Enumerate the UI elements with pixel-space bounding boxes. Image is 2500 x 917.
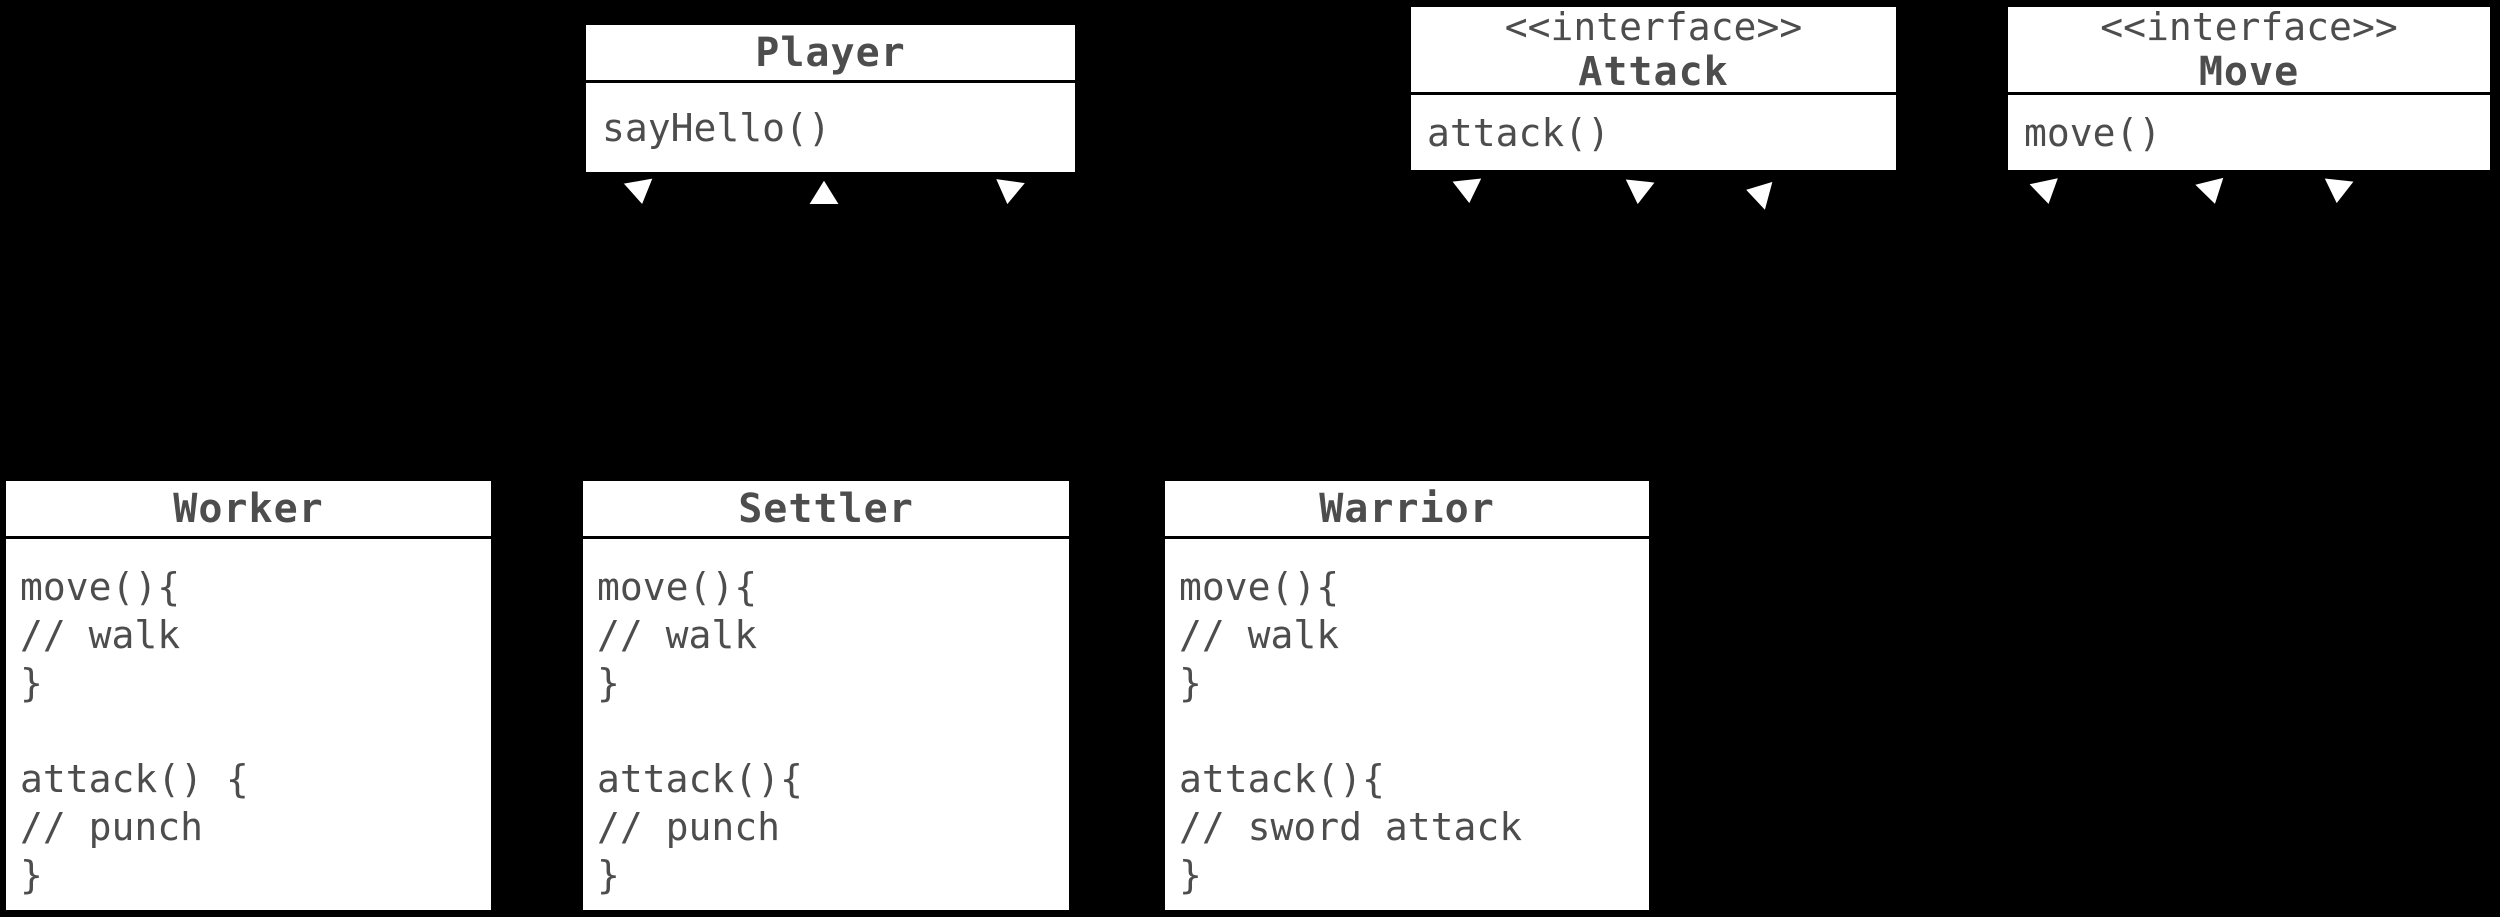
- inheritance-arrowhead-icon: [989, 174, 1033, 212]
- uml-interface-attack: <<interface>> Attack attack(): [1408, 4, 1899, 173]
- player-methods-row: sayHello(): [586, 83, 1075, 172]
- warrior-code-block: move(){ // walk } attack(){ // sword att…: [1165, 539, 1649, 899]
- code-line: // walk: [1179, 613, 1340, 657]
- move-title-row: <<interface>> Move: [2008, 4, 2490, 95]
- code-line: // walk: [597, 613, 758, 657]
- code-line: [20, 707, 491, 755]
- player-title-row: Player: [586, 25, 1075, 83]
- code-line: }: [597, 661, 620, 705]
- inheritance-arrowhead-icon: [2187, 172, 2230, 212]
- worker-code-block: move(){ // walk } attack() { // punch }: [6, 539, 491, 899]
- worker-class-name: Worker: [173, 485, 324, 532]
- uml-class-worker: Worker move(){ // walk } attack() { // p…: [3, 478, 494, 913]
- inheritance-arrowhead-icon: [802, 173, 846, 208]
- code-line: attack() {: [20, 757, 249, 801]
- uml-class-player: Player sayHello(): [583, 22, 1078, 175]
- code-line: attack(){: [1179, 757, 1385, 801]
- move-interface-name: Move: [2198, 48, 2300, 95]
- move-method-label: move(): [2024, 110, 2162, 155]
- code-line: // walk: [20, 613, 181, 657]
- player-method-label: sayHello(): [602, 105, 831, 150]
- attack-method-label: attack(): [1427, 110, 1611, 155]
- code-line: move(){: [20, 565, 181, 609]
- inheritance-arrowhead-icon: [1738, 176, 1779, 218]
- code-line: }: [1179, 853, 1202, 897]
- move-methods-row: move(): [2008, 95, 2490, 170]
- uml-class-warrior: Warrior move(){ // walk } attack(){ // s…: [1162, 478, 1652, 913]
- uml-interface-move: <<interface>> Move move(): [2005, 4, 2493, 173]
- code-line: [1179, 707, 1649, 755]
- player-class-name: Player: [755, 29, 906, 76]
- inheritance-arrowhead-icon: [1619, 174, 1663, 212]
- code-line: }: [597, 853, 620, 897]
- code-line: move(){: [597, 565, 758, 609]
- attack-interface-name: Attack: [1578, 48, 1729, 95]
- inheritance-arrowhead-icon: [2021, 172, 2065, 212]
- inheritance-arrowhead-icon: [616, 173, 659, 212]
- settler-title-row: Settler: [583, 481, 1069, 539]
- warrior-class-name: Warrior: [1319, 485, 1495, 532]
- worker-title-row: Worker: [6, 481, 491, 539]
- code-line: }: [20, 661, 43, 705]
- move-stereotype: <<interface>>: [2100, 4, 2398, 49]
- code-line: attack(){: [597, 757, 803, 801]
- attack-title-row: <<interface>> Attack: [1411, 4, 1896, 95]
- code-line: move(){: [1179, 565, 1340, 609]
- warrior-title-row: Warrior: [1165, 481, 1649, 539]
- code-line: }: [20, 853, 43, 897]
- settler-class-name: Settler: [738, 485, 914, 532]
- attack-methods-row: attack(): [1411, 95, 1896, 170]
- code-line: }: [1179, 661, 1202, 705]
- inheritance-arrowhead-icon: [2318, 173, 2362, 211]
- inheritance-arrowhead-icon: [1444, 173, 1488, 211]
- attack-stereotype: <<interface>>: [1504, 4, 1803, 49]
- code-line: // punch: [597, 805, 781, 849]
- settler-code-block: move(){ // walk } attack(){ // punch }: [583, 539, 1069, 899]
- uml-class-settler: Settler move(){ // walk } attack(){ // p…: [580, 478, 1072, 913]
- code-line: // sword attack: [1179, 805, 1523, 849]
- code-line: [597, 707, 1069, 755]
- code-line: // punch: [20, 805, 204, 849]
